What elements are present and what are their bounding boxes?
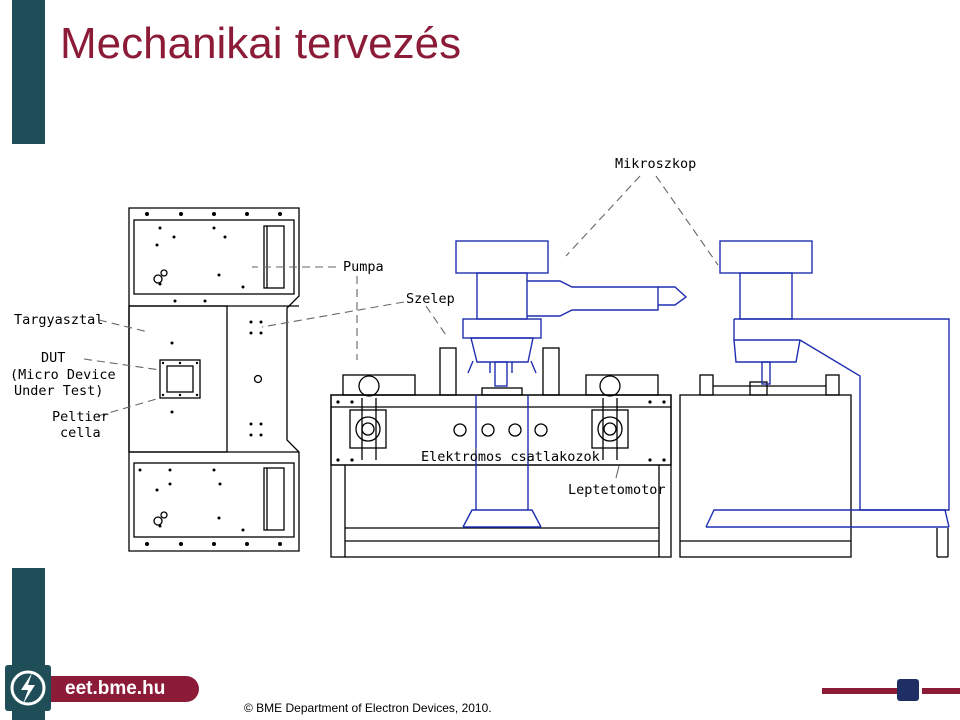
label-targyasztal: Targyasztal (14, 312, 103, 328)
bme-logo (5, 665, 51, 711)
label-mikroszkop: Mikroszkop (615, 156, 696, 172)
slide-title: Mechanikai tervezés (60, 19, 462, 68)
logo-bolt-icon (10, 670, 46, 706)
base-screws (336, 400, 666, 462)
footer-decor-square (897, 679, 919, 701)
label-peltier: Peltier (52, 409, 109, 425)
top-view-plate (128, 207, 300, 552)
base-frame (330, 347, 672, 558)
footer-decor-line-left (822, 688, 898, 694)
label-peltier-line2: cella (60, 425, 101, 441)
leader-lines (83, 175, 719, 417)
label-pumpa: Pumpa (343, 259, 384, 275)
plate-holes (138, 212, 282, 546)
microscope-front (455, 240, 688, 528)
motor-left (349, 375, 387, 460)
motor-right (591, 375, 629, 460)
electrical-connectors (453, 423, 548, 437)
side-base-frame (679, 374, 949, 558)
plate-circles (153, 269, 263, 526)
microscope-side (705, 240, 950, 528)
label-elektromos-csatlakozok: Elektromos csatlakozok (421, 449, 600, 465)
diagram-labels: Mikroszkop Pumpa Szelep Targyasztal DUT … (10, 156, 696, 498)
footer-copyright: © BME Department of Electron Devices, 20… (244, 701, 492, 715)
label-leptetomotor: Leptetomotor (568, 482, 666, 498)
left-accent-bar-top (12, 0, 45, 144)
label-dut-line2: (Micro Device (10, 367, 116, 383)
label-dut-line3: Under Test) (14, 383, 103, 399)
dut-fixture (159, 359, 201, 399)
leader-lines-solid (474, 447, 620, 479)
footer-decor-line-right (922, 688, 960, 694)
label-szelep: Szelep (406, 291, 455, 307)
label-dut: DUT (41, 350, 65, 366)
footer-url[interactable]: eet.bme.hu (51, 676, 199, 702)
